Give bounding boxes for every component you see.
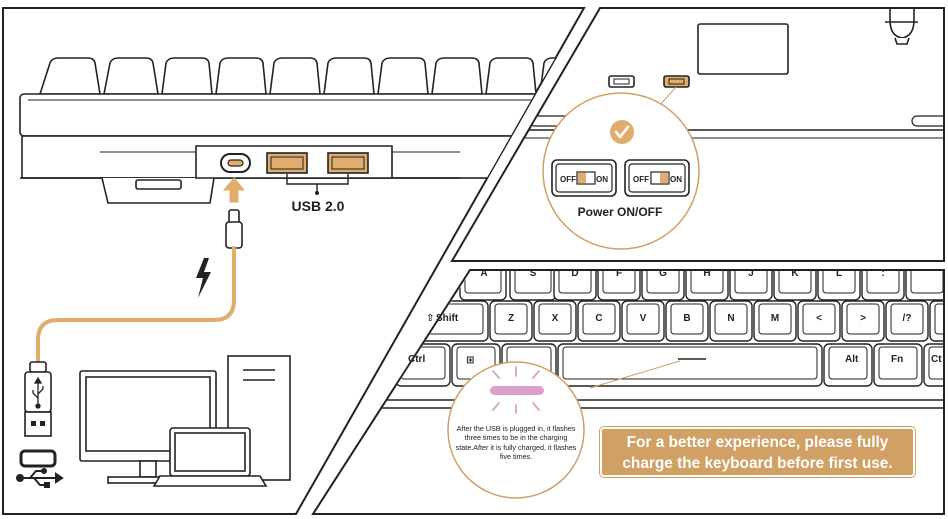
- power-zoom-circle: [542, 92, 700, 250]
- usb-a-port-2: [327, 152, 369, 174]
- key-row-modifiers: [395, 343, 943, 387]
- key-period: >: [860, 313, 866, 324]
- power-switch-off: OFF ON: [551, 159, 617, 197]
- key-legends: A S D F G H J K L : ⇧ Shift Z X C V B N …: [408, 268, 942, 366]
- usb-cable: [36, 246, 236, 364]
- key-z: Z: [508, 313, 514, 324]
- power-label: Power ON/OFF: [578, 205, 663, 219]
- power-switch-on: OFF ON: [624, 159, 690, 197]
- charging-bolt-icon: [196, 258, 211, 298]
- keycap-row: [38, 57, 583, 95]
- switch-off-label: OFF: [633, 175, 649, 184]
- key-slash: /?: [903, 313, 912, 324]
- usb-port-icon: [19, 449, 57, 468]
- key-colon: :: [881, 268, 884, 279]
- check-icon: [610, 120, 634, 144]
- keyboard-side-view: [19, 57, 583, 204]
- usb-trident-icon: [16, 468, 64, 488]
- led-zoom-circle: [447, 361, 585, 499]
- key-comma: <: [816, 313, 822, 324]
- key-c: C: [595, 313, 602, 324]
- key-x: X: [552, 313, 559, 324]
- led-flash-rays: [492, 366, 540, 414]
- switch-on-label: ON: [596, 175, 608, 184]
- key-n: N: [727, 313, 734, 324]
- key-s: S: [530, 268, 537, 279]
- plug-in-arrow: [222, 177, 246, 203]
- key-h: H: [703, 268, 710, 279]
- key-row-home: [459, 271, 943, 301]
- switch-on-label: ON: [670, 175, 682, 184]
- key-b: B: [683, 313, 690, 324]
- usb-symbol-icon: [32, 376, 44, 409]
- charge-notice-banner: For a better experience, please fully ch…: [599, 426, 916, 478]
- key-d: D: [571, 268, 578, 279]
- usb-label: USB 2.0: [292, 198, 345, 214]
- back-power-switch: [663, 75, 690, 88]
- key-j: J: [748, 268, 754, 279]
- key-f: F: [616, 268, 622, 279]
- key-a: A: [480, 268, 487, 279]
- usb-c-connector: [225, 209, 243, 249]
- key-fn: Fn: [891, 354, 903, 365]
- key-l: L: [836, 268, 842, 279]
- key-g: G: [659, 268, 667, 279]
- shift-arrow-icon: ⇧: [426, 313, 434, 324]
- computer-devices: [79, 355, 291, 487]
- windows-key-icon: ⊞: [466, 355, 474, 366]
- back-port-usb-c: [608, 75, 635, 88]
- key-shift: Shift: [436, 313, 459, 324]
- usb-a-port-1: [266, 152, 308, 174]
- key-m: M: [771, 313, 779, 324]
- panel-borders: [2, 7, 945, 515]
- keyboard-top-view: [375, 271, 943, 409]
- key-row-bottom-alpha: [409, 300, 943, 342]
- key-ctrl: Ctrl: [408, 354, 425, 365]
- key-ctrl-right: Ct: [931, 354, 942, 365]
- key-k: K: [791, 268, 799, 279]
- key-alt: Alt: [845, 354, 859, 365]
- switch-off-label: OFF: [560, 175, 576, 184]
- led-indicator: [490, 386, 544, 395]
- led-charging-tip: After the USB is plugged in, it flashes …: [455, 424, 577, 461]
- key-v: V: [640, 313, 647, 324]
